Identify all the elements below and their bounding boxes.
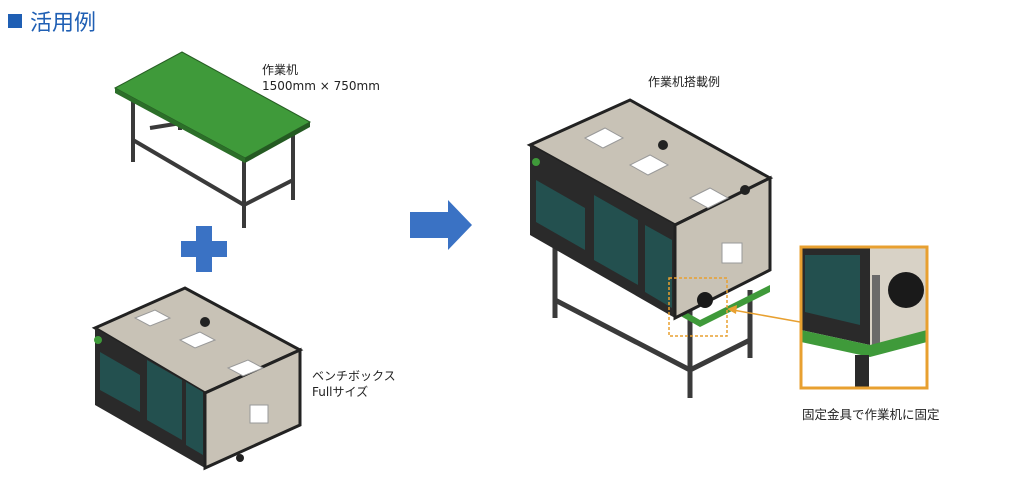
detail-frame: [799, 245, 929, 390]
bench-box-name: ベンチボックス: [312, 369, 396, 383]
section-title: 活用例: [30, 11, 97, 36]
desk-caption: 作業机 1500mm × 750mm: [262, 62, 380, 94]
work-desk-illustration: [113, 51, 312, 228]
plus-icon: [181, 226, 227, 272]
mounted-example-illustration: [526, 98, 774, 398]
bench-box-caption: ベンチボックス Fullサイズ: [312, 368, 396, 400]
detail-highlight-box: [668, 277, 728, 337]
bench-box-illustration: [91, 286, 304, 471]
detail-zoom-view: [799, 245, 929, 390]
square-bullet-icon: [8, 14, 22, 28]
example-title: 作業机搭載例: [648, 75, 721, 89]
section-heading: 活用例: [8, 6, 96, 36]
desk-size: 1500mm × 750mm: [262, 79, 380, 93]
leader-arrow: [727, 305, 801, 323]
arrow-right-icon: [410, 200, 472, 250]
bench-box-variant: Fullサイズ: [312, 385, 369, 399]
desk-name: 作業机: [262, 63, 299, 77]
detail-caption: 固定金具で作業机に固定: [802, 407, 940, 422]
